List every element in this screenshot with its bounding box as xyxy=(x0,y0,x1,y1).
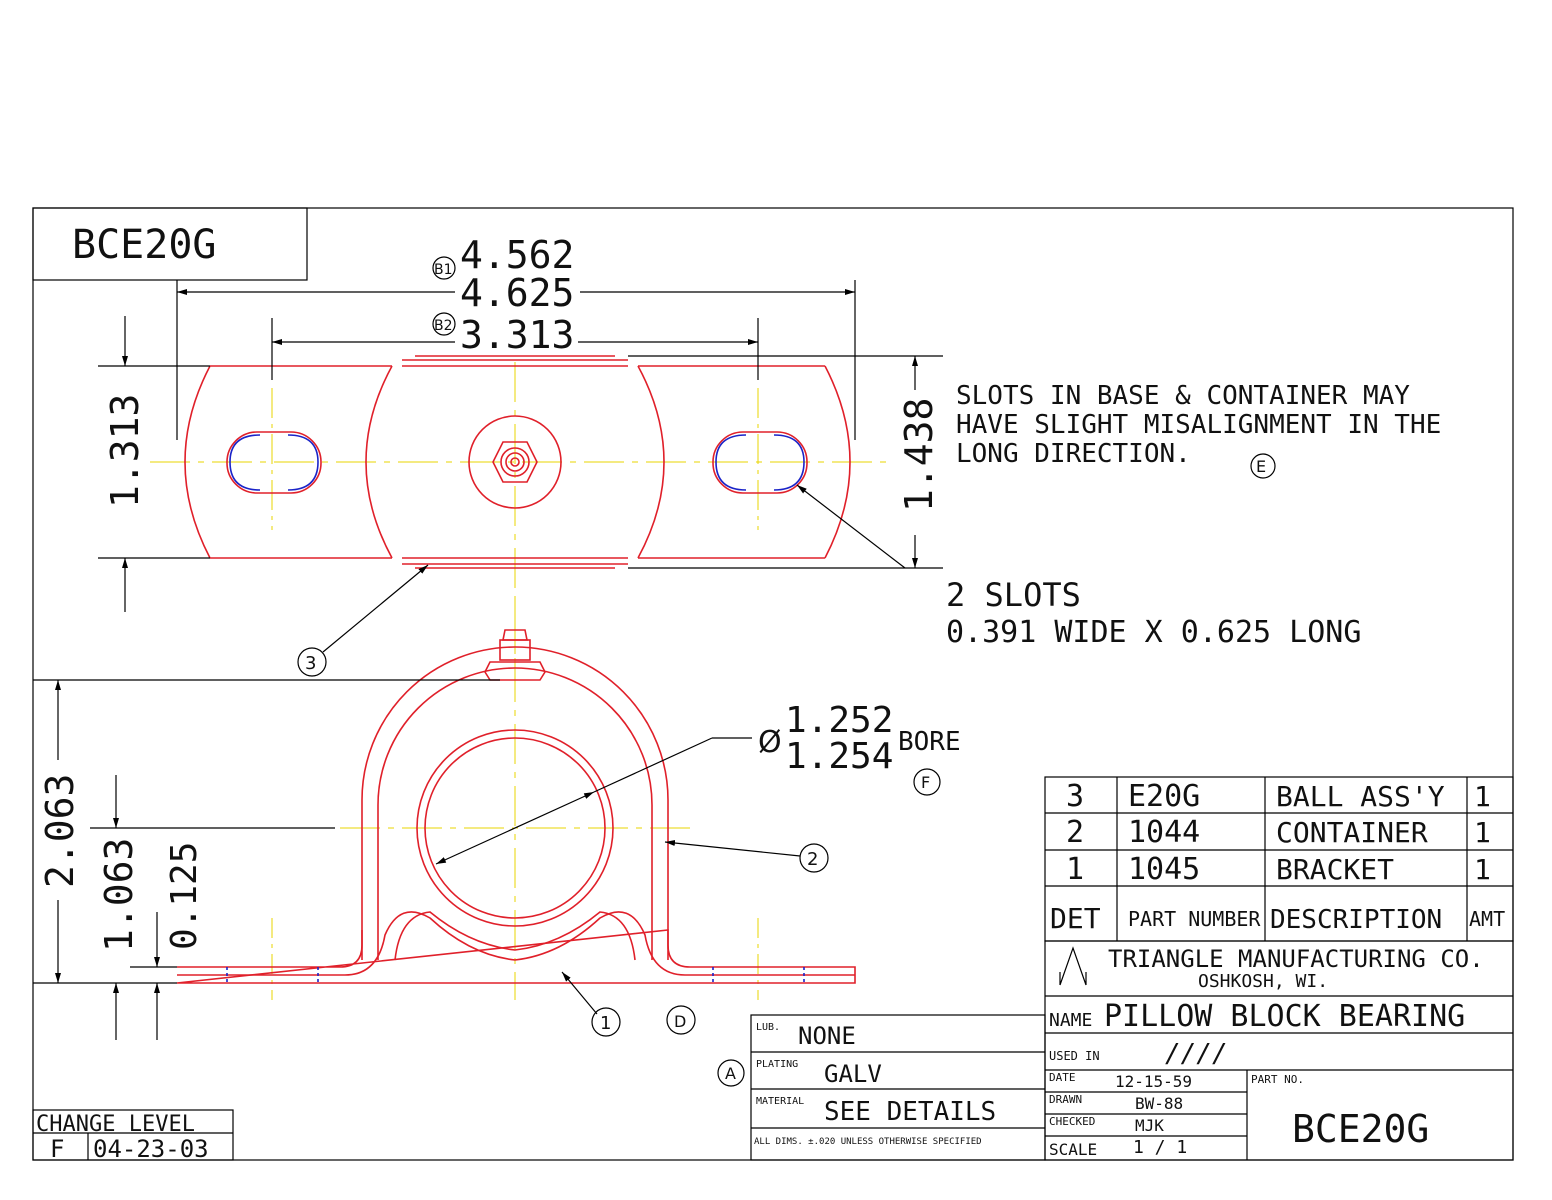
svg-text:1: 1 xyxy=(600,1013,611,1034)
tolerance-note: ALL DIMS. ±.020 UNLESS OTHERWISE SPECIFI… xyxy=(754,1137,982,1147)
top-dimensions: B1 4.562 4.625 B2 3.313 1.313 1.438 xyxy=(98,233,943,612)
company-name: TRIANGLE MANUFACTURING CO. xyxy=(1108,945,1484,973)
plating-value: GALV xyxy=(824,1060,882,1088)
svg-text:DESCRIPTION: DESCRIPTION xyxy=(1270,905,1442,935)
used-in-value: //// xyxy=(1165,1039,1228,1069)
dim-base-thickness: 0.125 xyxy=(164,842,205,950)
diameter-symbol: Ø xyxy=(758,725,782,760)
svg-text:MATERIAL: MATERIAL xyxy=(756,1096,804,1107)
callout-item-3: 3 xyxy=(297,564,429,677)
svg-text:1: 1 xyxy=(1474,780,1491,813)
change-level-label: CHANGE LEVEL xyxy=(36,1112,195,1137)
dim-overall-width-min: 4.625 xyxy=(460,271,574,315)
svg-text:LUB.: LUB. xyxy=(756,1022,780,1033)
dim-bore-min: 1.252 xyxy=(785,700,893,741)
svg-text:DET: DET xyxy=(1050,902,1101,935)
svg-text:2: 2 xyxy=(807,849,818,870)
note-slot-count: 2 SLOTS xyxy=(946,576,1081,614)
svg-text:NAME: NAME xyxy=(1049,1010,1092,1031)
part-title-box: BCE20G xyxy=(32,207,308,281)
company-city: OSHKOSH, WI. xyxy=(1198,971,1328,992)
bom-header: DET PART NUMBER DESCRIPTION AMT xyxy=(1050,902,1505,935)
change-level-value: F xyxy=(50,1135,64,1163)
svg-text:BRACKET: BRACKET xyxy=(1276,853,1394,886)
svg-text:1: 1 xyxy=(1474,853,1491,886)
slot-notes: SLOTS IN BASE & CONTAINER MAY HAVE SLIGH… xyxy=(796,381,1441,650)
svg-text:3: 3 xyxy=(305,653,316,674)
part-title: BCE20G xyxy=(72,222,217,268)
bill-of-materials: 3 E20G BALL ASS'Y 1 2 1044 CONTAINER 1 1… xyxy=(1044,776,1514,942)
note-line-3: LONG DIRECTION. xyxy=(956,439,1191,469)
callout-item-2: 2 xyxy=(664,840,829,873)
svg-text:CONTAINER: CONTAINER xyxy=(1276,816,1428,849)
svg-text:PART NUMBER: PART NUMBER xyxy=(1128,907,1261,931)
svg-text:AMT: AMT xyxy=(1469,907,1505,931)
lub-value: NONE xyxy=(798,1022,856,1050)
change-level-date: 04-23-03 xyxy=(93,1135,209,1163)
part-number: BCE20G xyxy=(1292,1107,1429,1151)
left-slot xyxy=(226,431,322,494)
svg-text:D: D xyxy=(674,1012,686,1031)
drawn-value: BW-88 xyxy=(1135,1094,1183,1113)
svg-text:E20G: E20G xyxy=(1128,779,1200,814)
svg-text:DATE: DATE xyxy=(1049,1071,1076,1084)
checked-value: MJK xyxy=(1135,1116,1164,1135)
bom-row: 3 E20G BALL ASS'Y 1 xyxy=(1066,779,1491,814)
svg-text:PLATING: PLATING xyxy=(756,1059,798,1070)
change-level-block: CHANGE LEVEL F 04-23-03 xyxy=(32,1109,234,1163)
dim-bracket-height: 1.063 xyxy=(97,838,141,952)
date-value: 12-15-59 xyxy=(1115,1072,1192,1091)
front-dimensions: 2.063 1.063 0.125 Ø 1.252 1.254 BORE F xyxy=(33,679,961,1040)
svg-text:1045: 1045 xyxy=(1128,852,1200,887)
svg-text:DRAWN: DRAWN xyxy=(1049,1093,1082,1106)
triangle-logo xyxy=(1059,946,1087,986)
callout-f: F xyxy=(921,773,930,792)
front-view xyxy=(176,600,856,1000)
scale-value: 1 / 1 xyxy=(1133,1137,1187,1158)
part-name: PILLOW BLOCK BEARING xyxy=(1104,999,1465,1034)
spec-block: LUB. NONE PLATING GALV MATERIAL SEE DETA… xyxy=(717,1014,1046,1161)
dim-center-height: 2.063 xyxy=(38,774,82,888)
svg-text:USED IN: USED IN xyxy=(1049,1049,1100,1063)
bom-row: 2 1044 CONTAINER 1 xyxy=(1066,815,1491,850)
svg-text:SCALE: SCALE xyxy=(1049,1140,1097,1159)
svg-text:1: 1 xyxy=(1066,852,1084,887)
material-value: SEE DETAILS xyxy=(824,1097,996,1127)
callout-b1: B1 xyxy=(434,262,453,278)
svg-text:BALL ASS'Y: BALL ASS'Y xyxy=(1276,780,1445,813)
bore-label: BORE xyxy=(898,727,961,757)
dim-overall-width-max: 4.562 xyxy=(460,233,574,277)
dim-hole-centers: 3.313 xyxy=(460,313,574,357)
callout-d: D xyxy=(666,1005,696,1035)
note-slot-size: 0.391 WIDE X 0.625 LONG xyxy=(946,615,1361,650)
note-line-1: SLOTS IN BASE & CONTAINER MAY xyxy=(956,381,1410,411)
svg-text:CHECKED: CHECKED xyxy=(1049,1115,1095,1128)
svg-text:1044: 1044 xyxy=(1128,815,1200,850)
dim-container-width: 1.438 xyxy=(897,398,941,512)
dim-bore-max: 1.254 xyxy=(785,736,893,777)
callout-item-1: 1 xyxy=(561,971,621,1037)
svg-text:1: 1 xyxy=(1474,816,1491,849)
top-view xyxy=(150,355,890,685)
right-slot xyxy=(712,431,808,494)
title-block: TRIANGLE MANUFACTURING CO. OSHKOSH, WI. … xyxy=(1044,940,1514,1161)
callout-b2: B2 xyxy=(434,318,453,334)
callout-e: E xyxy=(1256,457,1266,476)
svg-text:2: 2 xyxy=(1066,815,1084,850)
svg-text:3: 3 xyxy=(1066,779,1084,814)
note-line-2: HAVE SLIGHT MISALIGNMENT IN THE xyxy=(956,410,1441,440)
bom-row: 1 1045 BRACKET 1 xyxy=(1066,852,1491,887)
dim-base-width: 1.313 xyxy=(103,394,147,508)
svg-text:PART NO.: PART NO. xyxy=(1251,1073,1304,1086)
callout-a: A xyxy=(725,1064,736,1083)
